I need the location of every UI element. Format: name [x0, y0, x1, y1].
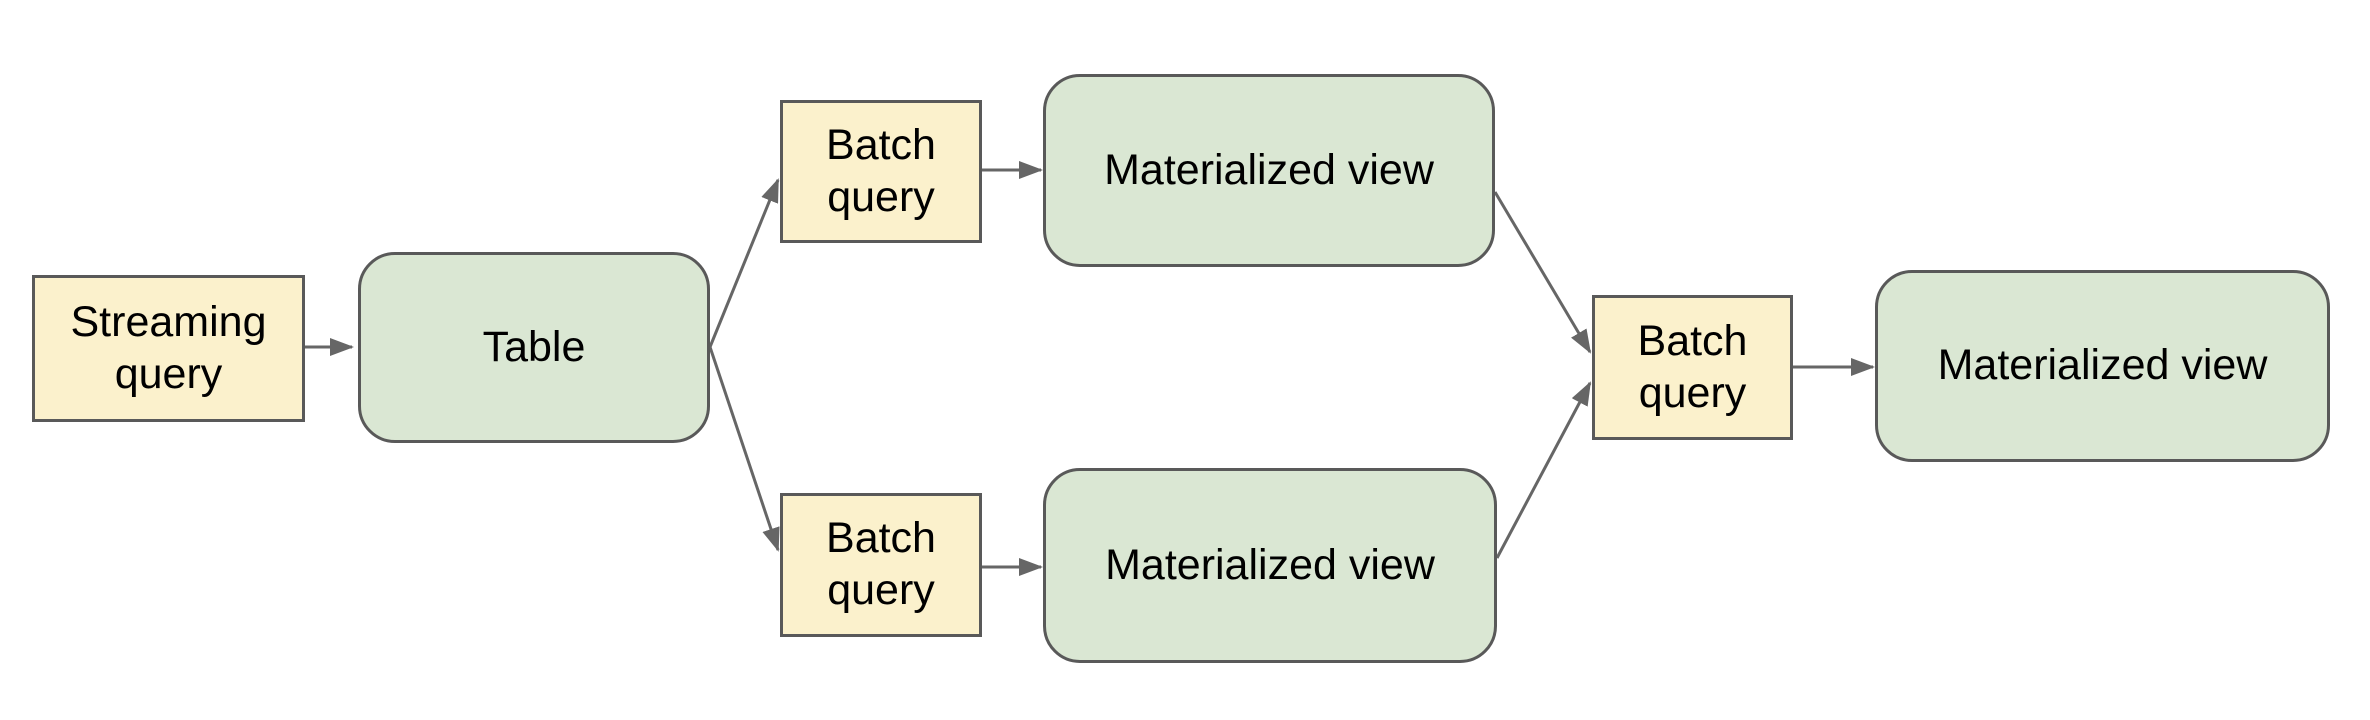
- node-batch-query-final: Batch query: [1592, 295, 1793, 440]
- edge-mv-bottom-to-batch-query-final: [1495, 381, 1592, 559]
- node-table: Table: [358, 252, 710, 443]
- node-materialized-view-top: Materialized view: [1043, 74, 1495, 267]
- node-label: Batch query: [826, 514, 936, 614]
- edge-table-to-batch-query-top: [708, 178, 780, 348]
- node-label: Materialized view: [1105, 540, 1435, 589]
- node-label: Batch query: [826, 120, 936, 221]
- node-label: Table: [482, 322, 586, 371]
- node-label: Streaming query: [70, 297, 267, 398]
- edge-mv-top-to-batch-query-final: [1493, 191, 1592, 354]
- node-streaming-query: Streaming query: [32, 275, 305, 422]
- node-materialized-view-bottom: Materialized view: [1043, 468, 1497, 663]
- edge-table-to-batch-query-bottom: [708, 346, 780, 552]
- node-label: Batch query: [1637, 316, 1748, 417]
- node-materialized-view-final: Materialized view: [1875, 270, 2330, 462]
- node-batch-query-top: Batch query: [780, 100, 982, 243]
- node-label: Materialized view: [1104, 145, 1434, 194]
- node-label: Materialized view: [1937, 341, 2268, 390]
- node-batch-query-bottom: Batch query: [780, 493, 982, 637]
